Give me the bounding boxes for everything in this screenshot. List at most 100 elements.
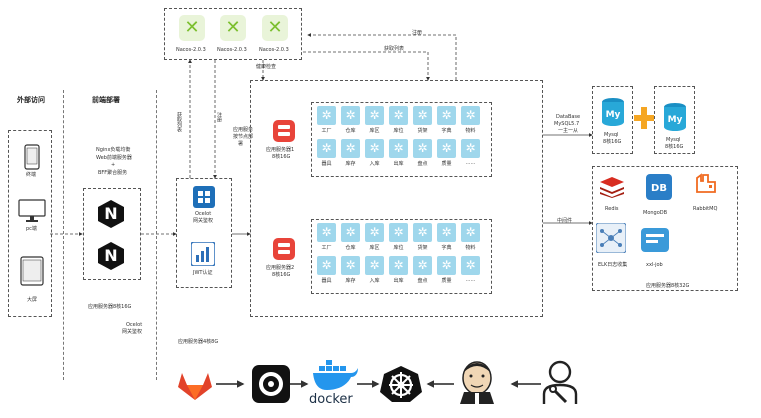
deploy-label-line2: 按节点部: [233, 134, 254, 140]
ocelot-icon: [193, 186, 215, 208]
rabbitmq-icon: [696, 173, 716, 193]
service-label: 入库: [369, 278, 380, 284]
nginx-desc-line3: +: [111, 162, 116, 168]
jwt-label: JWT认证: [193, 270, 213, 276]
service-label: 出库: [393, 278, 404, 284]
service-label: 仓库: [345, 128, 356, 134]
jenkins-icon: [460, 361, 494, 404]
service-cell: [437, 139, 456, 158]
device-screen-label: 大屏: [27, 297, 38, 303]
section-external-title: 外部访问: [17, 96, 45, 104]
redis-label: Redis: [605, 206, 619, 212]
nginx-server-label: 应用服务器8核16G: [88, 304, 132, 310]
service-cell: [437, 256, 456, 275]
app-servers-area: [250, 80, 543, 317]
elk-label: ELK日志收集: [598, 262, 628, 268]
mysql-slave-name: Mysql: [666, 137, 681, 143]
mysql-icon: My: [664, 103, 686, 131]
service-cell: [341, 256, 360, 275]
service-cell: [317, 256, 336, 275]
svg-text:DB: DB: [651, 183, 667, 194]
ocelot-line1: Ocelot: [195, 211, 212, 217]
service-group-1: [311, 102, 492, 177]
mysql-master-box: [592, 86, 633, 154]
nginx-icon: N: [98, 200, 124, 228]
service-label: 库存: [345, 278, 356, 284]
mysql-slave-box: [654, 86, 695, 154]
nginx-desc-line2: Web前端服务器: [96, 155, 132, 161]
service-label: ......: [465, 160, 476, 166]
service-label: 工厂: [321, 128, 332, 134]
devices-box: [8, 130, 52, 317]
divider-left: [63, 90, 64, 380]
mysql-icon: My: [602, 98, 624, 126]
kubernetes-icon: [380, 366, 422, 402]
service-label: 工厂: [321, 245, 332, 251]
service-cell: [365, 223, 384, 242]
middleware-box: [592, 166, 738, 291]
gateway-register-label: 注册: [216, 112, 222, 122]
service-label: 库区: [369, 128, 380, 134]
service-cell: [413, 139, 432, 158]
service-cell: [389, 256, 408, 275]
service-cell: [413, 106, 432, 125]
gateway-box: [176, 178, 232, 288]
docker-icon: [313, 360, 358, 390]
user-wrench-icon: [542, 360, 578, 404]
service-group-2: [311, 219, 492, 294]
redis-icon: [600, 177, 624, 198]
mongodb-label: MongoDB: [643, 210, 668, 216]
service-cell: [365, 256, 384, 275]
service-cell: [317, 106, 336, 125]
tablet-icon: [20, 256, 44, 286]
service-cell: [437, 106, 456, 125]
service-label: 盘点: [417, 278, 428, 284]
service-label: 物料: [465, 128, 476, 134]
service-cell: [341, 139, 360, 158]
service-label: 库位: [393, 128, 404, 134]
rabbitmq-label: RabbitMQ: [693, 206, 718, 212]
mysql-master-spec: 8核16G: [603, 139, 622, 145]
svg-text:My: My: [606, 110, 621, 120]
jwt-icon: [191, 242, 215, 266]
desktop-icon: [18, 199, 46, 222]
nacos-icon: [179, 15, 205, 41]
deploy-label-line1: 应用服务: [233, 127, 254, 133]
app-server-icon: [273, 120, 295, 142]
service-cell: [341, 106, 360, 125]
service-label: 器具: [321, 278, 332, 284]
service-cell: [437, 223, 456, 242]
health-check-label: 健康检查: [256, 64, 277, 70]
middleware-label: 中间件: [557, 218, 573, 224]
service-cell: [365, 106, 384, 125]
service-cell: [413, 256, 432, 275]
docker-label: docker: [309, 392, 353, 407]
service-label: 字典: [441, 245, 452, 251]
service-label: 字典: [441, 128, 452, 134]
nginx-icon: N: [98, 242, 124, 270]
nacos-label: Nacos-2.0.3: [176, 47, 206, 53]
mysql-master-name: Mysql: [604, 132, 619, 138]
plus-icon: [634, 107, 654, 129]
service-label: 库存: [345, 161, 356, 167]
nginx-desc-line4: BFF聚合服务: [98, 170, 128, 176]
db-label-line1: DataBase: [556, 114, 581, 120]
service-cell: [389, 223, 408, 242]
nginx-desc-line1: Nginx负载均衡: [96, 147, 131, 153]
service-label: 出库: [393, 161, 404, 167]
nginx-box: [83, 188, 141, 280]
middleware-server-label: 应用服务器8核32G: [646, 283, 690, 289]
service-cell: [461, 256, 480, 275]
service-label: 盘点: [417, 161, 428, 167]
service-label: 质量: [441, 278, 452, 284]
nacos-label: Nacos-2.0.3: [217, 47, 247, 53]
nginx-ocelot-line2: 网关鉴权: [122, 329, 143, 335]
service-cell: [365, 139, 384, 158]
xxl-job-icon: [641, 228, 669, 252]
mysql-slave-spec: 8核16G: [665, 144, 684, 150]
circleci-icon: [252, 365, 290, 403]
service-cell: [461, 139, 480, 158]
db-label-line3: 一主一从: [558, 128, 579, 134]
gateway-fetch-list-label: 获取列表: [176, 112, 182, 132]
